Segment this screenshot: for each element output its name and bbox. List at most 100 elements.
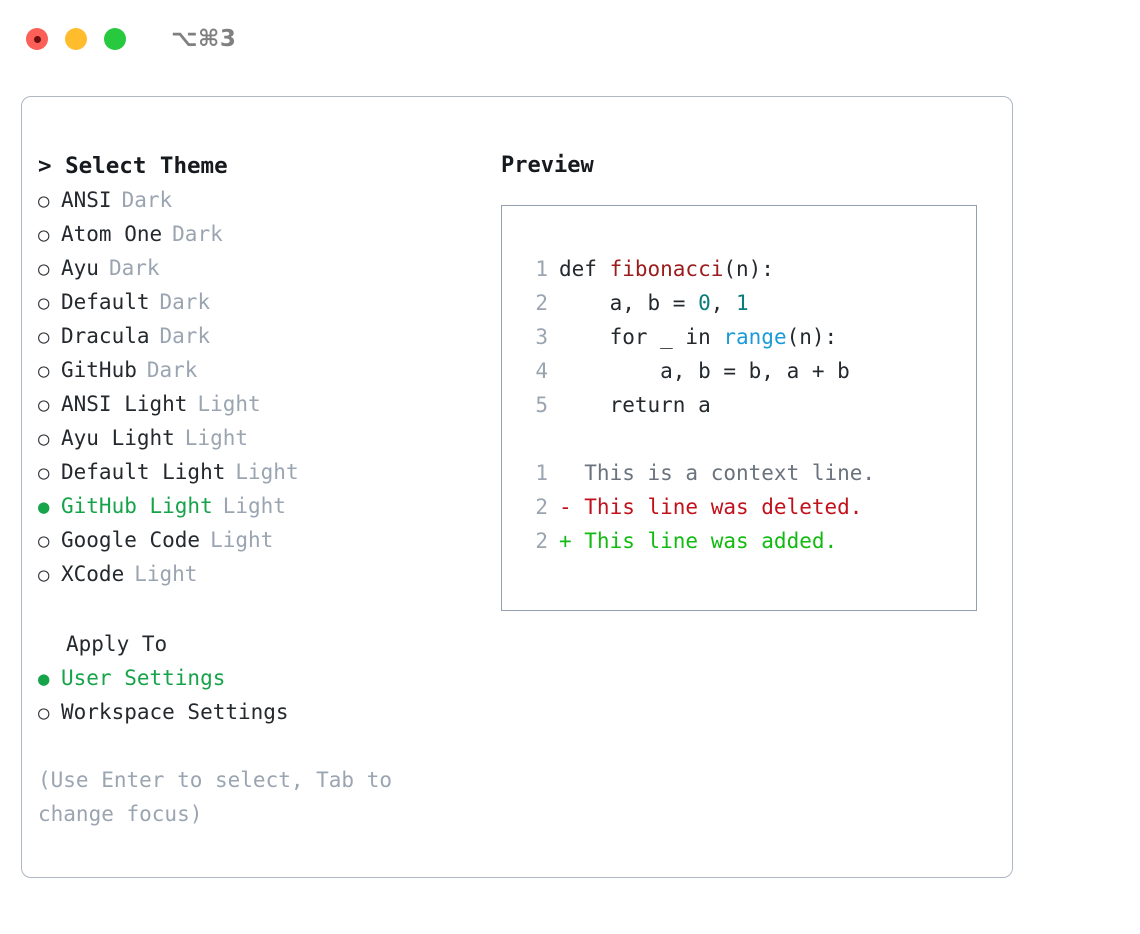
radio-selected-icon: ● xyxy=(38,496,50,518)
apply-to-heading: Apply To xyxy=(66,632,168,656)
code-line-text: for _ in range(n): xyxy=(548,320,838,354)
code-token-plain: for _ in xyxy=(559,325,724,349)
theme-variant-label: Dark xyxy=(159,324,211,348)
theme-option-google-code[interactable]: ○ Google Code Light xyxy=(38,523,498,557)
apply-to-option-label: Workspace Settings xyxy=(61,700,289,724)
theme-variant-label: Light xyxy=(235,460,299,484)
maximize-window-button[interactable] xyxy=(104,28,126,50)
code-token-num: 1 xyxy=(736,291,749,315)
theme-option-label: Default xyxy=(61,290,150,314)
close-window-button[interactable] xyxy=(26,28,48,50)
code-line: 4 a, b = b, a + b xyxy=(522,354,976,388)
radio-selected-icon: ● xyxy=(38,668,50,690)
radio-unselected-icon: ○ xyxy=(38,360,50,382)
code-token-call: range xyxy=(723,325,787,349)
radio-unselected-icon: ○ xyxy=(38,394,50,416)
code-token-plain: a, b = b, a + b xyxy=(559,359,850,383)
radio-unselected-icon: ○ xyxy=(38,462,50,484)
apply-to-list[interactable]: ● User Settings ○ Workspace Settings xyxy=(38,661,498,729)
code-token-num: 0 xyxy=(698,291,711,315)
theme-option-label: Atom One xyxy=(61,222,163,246)
apply-to-option-user-settings[interactable]: ● User Settings xyxy=(38,661,498,695)
title-bar: ⌥⌘3 xyxy=(0,0,1140,78)
code-line-text: a, b = b, a + b xyxy=(548,354,850,388)
theme-variant-label: Dark xyxy=(172,222,223,246)
theme-option-atom-one[interactable]: ○ Atom One Dark xyxy=(38,217,498,251)
diff-line-del: 2- This line was deleted. xyxy=(522,490,976,524)
theme-option-label: Google Code xyxy=(61,528,201,552)
diff-line-text: + This line was added. xyxy=(559,529,838,553)
diff-line-number: 1 xyxy=(535,461,548,485)
code-line-text: a, b = 0, 1 xyxy=(548,286,749,320)
apply-to-option-workspace-settings[interactable]: ○ Workspace Settings xyxy=(38,695,498,729)
code-line: 2 a, b = 0, 1 xyxy=(522,286,976,320)
code-line-number: 2 xyxy=(535,291,548,315)
radio-unselected-icon: ○ xyxy=(38,326,50,348)
theme-variant-label: Light xyxy=(134,562,198,586)
theme-option-label: XCode xyxy=(61,562,125,586)
radio-unselected-icon: ○ xyxy=(38,702,50,724)
theme-option-github-light[interactable]: ● GitHub Light Light xyxy=(38,489,498,523)
diff-line-add: 2 + This line was added. xyxy=(522,524,976,558)
theme-variant-label: Dark xyxy=(108,256,160,280)
code-line: 3 for _ in range(n): xyxy=(522,320,976,354)
theme-option-label: Ayu xyxy=(61,256,99,280)
radio-unselected-icon: ○ xyxy=(38,564,50,586)
diff-sample: 1 This is a context line.2- This line wa… xyxy=(522,456,976,558)
radio-unselected-icon: ○ xyxy=(38,224,50,246)
code-line-text: return a xyxy=(548,388,711,422)
code-token-plain: a, b = xyxy=(559,291,699,315)
radio-unselected-icon: ○ xyxy=(38,292,50,314)
diff-line-number: 2 xyxy=(535,529,548,553)
keyboard-hint-text: (Use Enter to select, Tab to change focu… xyxy=(38,768,393,826)
code-line-text: def fibonacci(n): xyxy=(548,252,774,286)
theme-option-label: ANSI xyxy=(61,188,112,212)
code-token-plain: , xyxy=(710,291,737,315)
theme-variant-label: Dark xyxy=(121,188,173,212)
radio-unselected-icon: ○ xyxy=(38,258,50,280)
select-theme-heading: > Select Theme xyxy=(38,153,228,179)
theme-variant-label: Light xyxy=(222,494,286,518)
theme-option-xcode[interactable]: ○ XCode Light xyxy=(38,557,498,591)
code-token-plain: (n): xyxy=(786,325,838,349)
theme-variant-label: Light xyxy=(184,426,249,450)
code-token-plain: (n): xyxy=(723,257,774,281)
code-token-fn: fibonacci xyxy=(609,257,724,281)
theme-option-label: GitHub xyxy=(61,358,137,382)
radio-unselected-icon: ○ xyxy=(38,190,50,212)
diff-line-number: 2 xyxy=(535,495,548,519)
theme-option-label: Ayu Light xyxy=(61,426,175,450)
code-line: 5 return a xyxy=(522,388,976,422)
diff-line-text: This is a context line. xyxy=(559,461,876,485)
theme-option-label: GitHub Light xyxy=(61,494,213,518)
code-line-number: 3 xyxy=(535,325,548,349)
apply-to-option-label: User Settings xyxy=(61,666,226,690)
theme-variant-label: Light xyxy=(197,392,261,416)
theme-option-label: ANSI Light xyxy=(61,392,188,416)
code-token-plain: def xyxy=(559,257,610,281)
preview-heading: Preview xyxy=(501,153,594,178)
radio-unselected-icon: ○ xyxy=(38,530,50,552)
minimize-window-button[interactable] xyxy=(65,28,87,50)
code-token-plain: return a xyxy=(559,393,711,417)
theme-variant-label: Light xyxy=(210,528,274,552)
code-line-number: 4 xyxy=(535,359,548,383)
theme-option-ansi[interactable]: ○ ANSI Dark xyxy=(38,183,498,217)
code-line-number: 5 xyxy=(535,393,548,417)
theme-option-ayu[interactable]: ○ Ayu Dark xyxy=(38,251,498,285)
theme-option-ansi-light[interactable]: ○ ANSI Light Light xyxy=(38,387,498,421)
diff-line-ctx: 1 This is a context line. xyxy=(522,456,976,490)
